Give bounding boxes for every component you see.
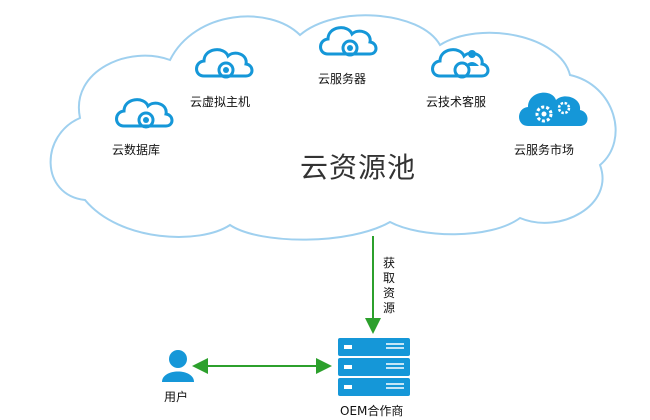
user-label: 用户 xyxy=(164,390,189,404)
server-cloud-icon xyxy=(319,26,378,57)
arrow-label-char: 资 xyxy=(383,286,396,300)
service-market-gear-cloud-icon xyxy=(519,92,588,126)
arrow-label-char: 获 xyxy=(383,256,396,270)
arrow-label-char: 取 xyxy=(383,271,396,285)
server-icon xyxy=(338,338,410,396)
resource-pool-title: 云资源池 xyxy=(300,151,417,184)
database-cloud-icon xyxy=(115,98,174,129)
resource-pool-cloud xyxy=(49,14,617,241)
service-label-server: 云服务器 xyxy=(318,72,367,86)
server-label: OEM合作商 xyxy=(340,404,404,418)
service-label-virtual-host: 云虚拟主机 xyxy=(190,95,251,109)
arrow-label-char: 源 xyxy=(383,301,396,315)
arrow-label: 获 取 资 源 xyxy=(383,256,397,316)
service-label-database: 云数据库 xyxy=(112,143,161,157)
tech-support-cloud-icon xyxy=(431,48,490,79)
virtual-host-cloud-icon xyxy=(195,48,254,79)
service-label-tech-support: 云技术客服 xyxy=(426,95,487,109)
service-label-market: 云服务市场 xyxy=(514,143,575,157)
user-icon xyxy=(162,350,194,382)
